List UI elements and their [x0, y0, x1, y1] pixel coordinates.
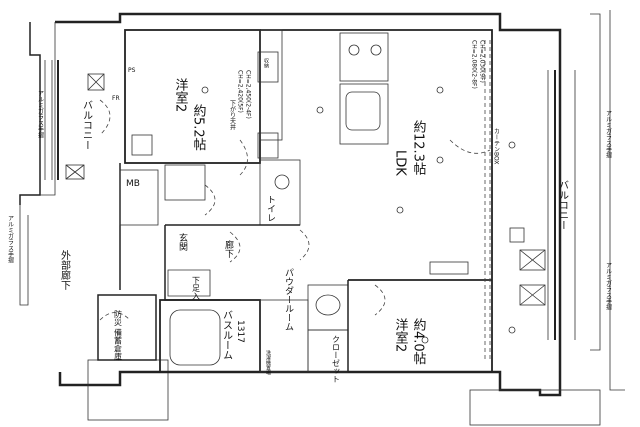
ldk-label: LDK — [393, 150, 408, 176]
room-labels: 洋室2 約5.2帖 LDK 約12.3帖 洋室2 約4.0帖 バルコニー バルコ… — [59, 78, 569, 383]
ceiling-height-d: CH=2,080(2-8F) — [471, 40, 478, 89]
storage-small-label: 収納 — [263, 57, 269, 69]
western-room-2-label: 洋室2 — [393, 318, 409, 352]
glass-rail-left-label: アルミガラス手摺 — [37, 90, 44, 139]
right-balcony — [509, 70, 576, 340]
ldk-size: 約12.3帖 — [411, 120, 427, 175]
fire-storage-label: 防災 備蓄倉庫 — [114, 309, 123, 362]
shoe-storage-label: 下足入 — [192, 276, 201, 300]
balcony-left-label: バルコニー — [81, 100, 93, 150]
ceiling-height-a: CH=2,450(2-4F) — [245, 70, 252, 119]
annotations: アルミガラス手摺 アルミガラス手摺 アルミガラス手摺 アルミガラス手摺 カーテン… — [7, 40, 612, 376]
western-room-1-size: 約5.2帖 — [191, 104, 207, 151]
outer-corridor-label: 外部廊下 — [59, 250, 71, 291]
curtain-box-label: カーテンBOX — [493, 128, 500, 164]
washer-label: 洗濯機置場 — [265, 349, 271, 376]
closet-label: クローゼット — [332, 335, 341, 383]
left-balcony — [44, 60, 111, 180]
fixtures — [131, 86, 516, 344]
dropped-ceiling-label: 下がり天井 — [229, 100, 236, 131]
fr-label: FR — [112, 95, 120, 102]
western-room-2-size: 約4.0帖 — [411, 318, 427, 365]
ceiling-height-c: CH=2,030(9F) — [479, 40, 486, 83]
outer-walls — [19, 10, 625, 426]
interior-walls — [97, 29, 493, 373]
western-room-1-label: 洋室2 — [173, 78, 189, 112]
ceiling-height-b: CH=2,420(5F) — [237, 70, 244, 113]
powder-room-label: パウダールーム — [283, 268, 294, 331]
glass-rail-corridor-label: アルミガラス手摺 — [7, 215, 14, 264]
balcony-right-label: バルコニー — [557, 180, 569, 230]
hallway-label: 廊下 — [223, 239, 234, 259]
bathroom-size: 1317 — [235, 320, 245, 343]
mb-label: MB — [126, 179, 140, 189]
entrance-label: 玄関 — [177, 232, 188, 252]
toilet-label: トイレ — [265, 195, 276, 222]
glass-rail-right1-label: アルミガラス手摺 — [605, 110, 612, 159]
ps-label: PS — [128, 67, 136, 74]
bathroom-label: バスルーム — [221, 310, 233, 360]
glass-rail-right2-label: アルミガラス手摺 — [605, 262, 612, 311]
